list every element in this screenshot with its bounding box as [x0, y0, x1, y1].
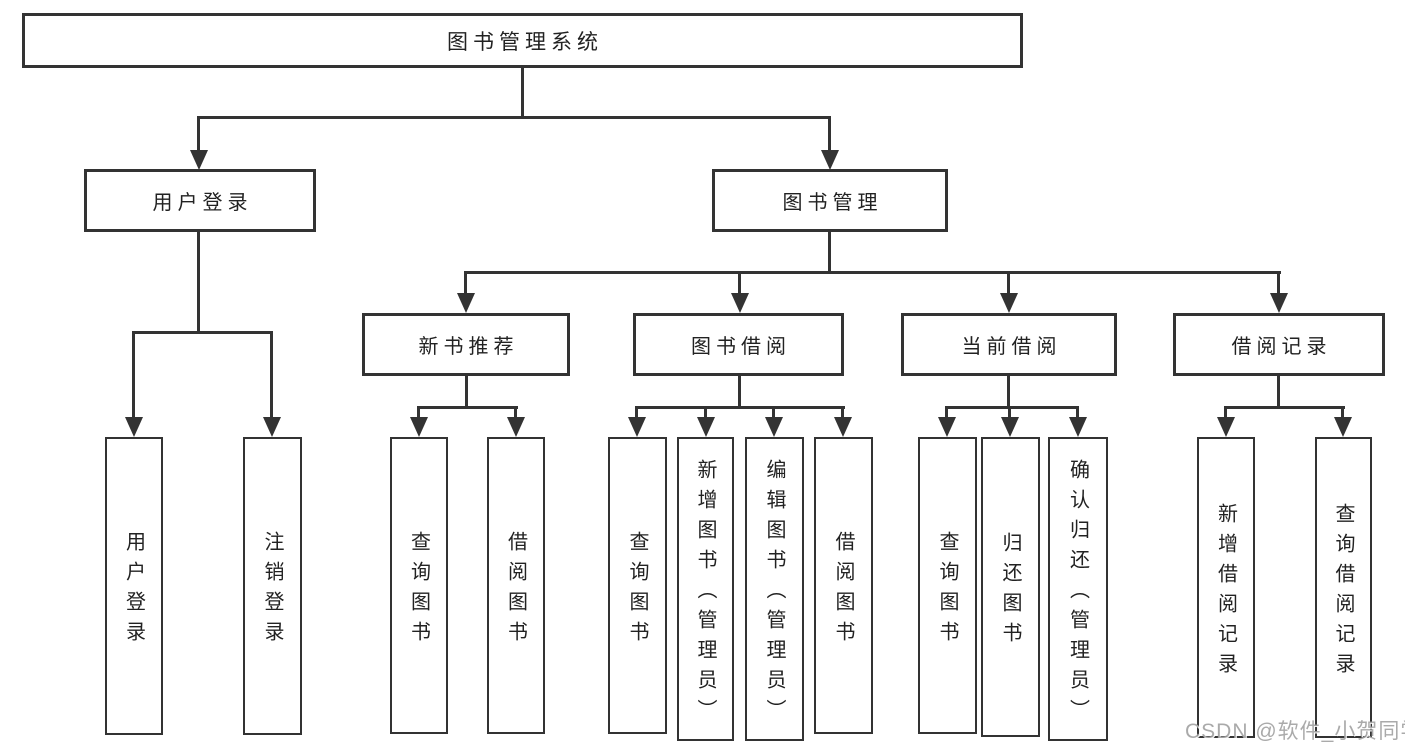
arrow-down-icon [938, 417, 956, 437]
arrow-down-icon [457, 293, 475, 313]
arrow-down-icon [834, 417, 852, 437]
connector-vline [465, 376, 468, 408]
leaf-newrec-query-books: 查询图书 [390, 437, 448, 734]
connector-vline [1007, 271, 1010, 297]
arrow-down-icon [190, 150, 208, 170]
arrow-down-icon [765, 417, 783, 437]
arrow-down-icon [1069, 417, 1087, 437]
connector-vline [704, 406, 707, 421]
arrow-down-icon [821, 150, 839, 170]
connector-hline [636, 406, 845, 409]
connector-vline [1277, 271, 1280, 297]
arrow-down-icon [1334, 417, 1352, 437]
connector-hline [418, 406, 518, 409]
connector-vline [635, 406, 638, 421]
connector-vline [772, 406, 775, 421]
arrow-down-icon [263, 417, 281, 437]
connector-vline [841, 406, 844, 421]
arrow-down-icon [731, 293, 749, 313]
connector-hline [198, 116, 831, 119]
connector-vline [197, 232, 200, 334]
leaf-logout: 注销登录 [243, 437, 302, 735]
leaf-borrow-edit-books-admin: 编辑图书（管理员） [745, 437, 804, 741]
leaf-current-query-books: 查询图书 [918, 437, 977, 734]
node-book-management: 图书管理 [712, 169, 948, 232]
connector-vline [1076, 406, 1079, 421]
connector-vline [1224, 406, 1227, 421]
arrow-down-icon [1270, 293, 1288, 313]
arrow-down-icon [125, 417, 143, 437]
connector-hline [945, 406, 1079, 409]
connector-vline [464, 271, 467, 297]
arrow-down-icon [1217, 417, 1235, 437]
node-user-login: 用户登录 [84, 169, 316, 232]
connector-hline [133, 331, 273, 334]
arrow-down-icon [1001, 417, 1019, 437]
connector-vline [270, 331, 273, 421]
connector-vline [1007, 376, 1010, 408]
leaf-records-query-record: 查询借阅记录 [1315, 437, 1372, 738]
leaf-records-add-record: 新增借阅记录 [1197, 437, 1255, 738]
node-new-book-recommend: 新书推荐 [362, 313, 570, 376]
node-borrow-records: 借阅记录 [1173, 313, 1385, 376]
leaf-user-login: 用户登录 [105, 437, 163, 735]
connector-vline [521, 68, 524, 118]
node-book-borrow: 图书借阅 [633, 313, 844, 376]
arrow-down-icon [697, 417, 715, 437]
leaf-newrec-borrow-books: 借阅图书 [487, 437, 545, 734]
leaf-current-confirm-return-admin: 确认归还（管理员） [1048, 437, 1108, 741]
leaf-borrow-add-books-admin: 新增图书（管理员） [677, 437, 734, 741]
connector-hline [1224, 406, 1345, 409]
connector-vline [197, 116, 200, 154]
connector-vline [514, 406, 517, 421]
csdn-watermark: CSDN @软件_小贺同学 [1185, 720, 1405, 743]
connector-vline [1341, 406, 1344, 421]
arrow-down-icon [1000, 293, 1018, 313]
connector-hline [465, 271, 1281, 274]
node-current-borrow: 当前借阅 [901, 313, 1117, 376]
leaf-current-return-books: 归还图书 [981, 437, 1040, 737]
connector-vline [738, 271, 741, 297]
arrow-down-icon [628, 417, 646, 437]
node-root: 图书管理系统 [22, 13, 1023, 68]
arrow-down-icon [410, 417, 428, 437]
connector-vline [945, 406, 948, 421]
leaf-borrow-borrow-books: 借阅图书 [814, 437, 873, 734]
arrow-down-icon [507, 417, 525, 437]
connector-vline [417, 406, 420, 421]
connector-vline [132, 331, 135, 421]
connector-vline [738, 376, 741, 408]
connector-vline [828, 116, 831, 154]
connector-vline [1277, 376, 1280, 408]
connector-vline [1008, 406, 1011, 421]
leaf-borrow-query-books: 查询图书 [608, 437, 667, 734]
connector-vline [828, 232, 831, 273]
